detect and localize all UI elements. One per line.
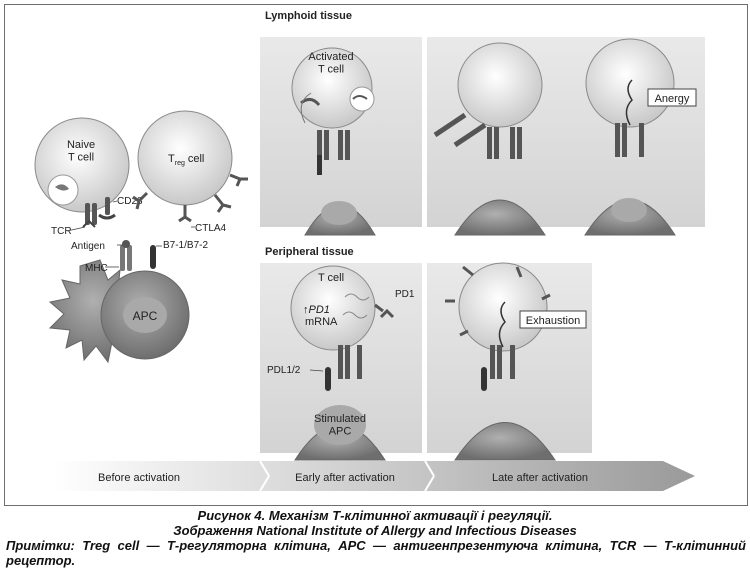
cd28-receptor [98,197,116,220]
ctla4-receptors [132,173,248,223]
timeline-stage-before: Before activation [98,472,180,484]
peripheral-panel-late: Exhaustion [427,262,592,461]
apc-label: APC [133,309,158,323]
caption-title: Рисунок 4. Механізм Т-клітинної активаці… [197,508,553,523]
pd1-mrna-suffix: mRNA [305,316,338,328]
pd1-mrna-arrow: ↑ [303,304,309,316]
svg-text:↑PD1: ↑PD1 [303,304,330,316]
b7-molecule [150,245,156,269]
b7-label: B7-1/B7-2 [163,240,208,251]
figure-caption: Рисунок 4. Механізм Т-клітинної активаці… [0,508,750,568]
pd1-label: PD1 [395,289,415,300]
caption-credit: Зображення National Institute of Allergy… [173,523,577,538]
exhaustion-label: Exhaustion [526,315,580,327]
mhc-label: MHC [85,263,108,274]
caption-notes: Примітки: Treg cell — Т-регуляторна кліт… [6,538,746,568]
mhc-molecule [120,240,132,271]
peripheral-t-cell-label: T cell [318,272,344,284]
treg-label-main: T [168,153,175,165]
ctla4-label: CTLA4 [195,223,227,234]
peripheral-tissue-title: Peripheral tissue [265,246,354,258]
timeline-stage-early: Early after activation [295,472,395,484]
cd28-label: CD28 [117,196,143,207]
tcr-label: TCR [51,226,72,237]
tcr-receptor [82,203,97,228]
callout-lines [66,200,195,268]
lymphoid-panel-late: Anergy [427,37,705,236]
antigen-label: Antigen [71,241,105,252]
apc-cell: APC [48,259,190,364]
treg-label-sub: reg [175,160,185,167]
pdl-label: PDL1/2 [267,365,301,376]
timeline-stage-late: Late after activation [492,472,588,484]
timeline-arrow: Before activation Early after activation… [53,460,695,492]
treg-label-tail: cell [188,153,205,165]
pd1-mrna-gene: PD1 [309,304,330,316]
anergy-label: Anergy [655,93,690,105]
lymphoid-tissue-title: Lymphoid tissue [265,10,352,22]
